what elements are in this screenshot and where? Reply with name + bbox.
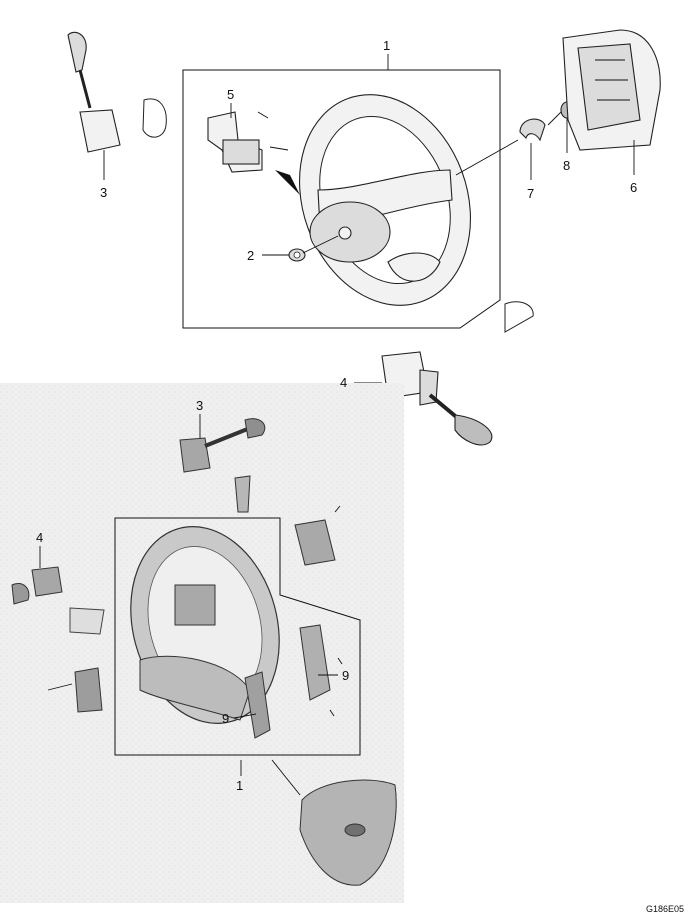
assembly-frame-upper	[182, 69, 501, 329]
callout-9-right: 9	[342, 668, 349, 683]
ring-part	[455, 118, 546, 176]
callouts-upper: 1 5 2 3 7 8 6 4	[100, 38, 637, 390]
callout-4-upper: 4	[340, 375, 347, 390]
steering-wheel-part	[298, 94, 472, 306]
turn-signal-switch-part-lower	[11, 566, 105, 635]
callout-1-upper: 1	[383, 38, 390, 53]
remote-switch-left-part	[244, 671, 271, 739]
assembly-frame-lower	[114, 517, 361, 756]
switch-bezel-left-part	[47, 667, 103, 713]
callout-5: 5	[227, 87, 234, 102]
turn-signal-switch-part-upper	[381, 301, 534, 446]
wiper-switch-part-lower	[179, 418, 266, 513]
airbag-module-part	[562, 29, 661, 151]
callout-9-left: 9	[222, 711, 229, 726]
callouts-lower: 3 4 9 9 1	[36, 398, 349, 793]
upper-line-diagram	[67, 29, 661, 446]
callout-6: 6	[630, 180, 637, 195]
airbag-module-part-lower	[299, 779, 397, 886]
callout-4-lower: 4	[36, 530, 43, 545]
callout-8: 8	[563, 158, 570, 173]
figure-code: G186E05	[646, 904, 684, 914]
callout-3-lower: 3	[196, 398, 203, 413]
clock-spring-part	[207, 111, 300, 195]
callout-2: 2	[247, 248, 254, 263]
steering-wheel-part-lower	[130, 526, 280, 724]
remote-switch-right-part	[299, 624, 343, 717]
wiper-switch-part-upper	[67, 31, 167, 153]
callout-7: 7	[527, 186, 534, 201]
lower-shaded-diagram	[0, 383, 404, 903]
switch-bezel-right-part	[294, 505, 341, 566]
nut-part	[288, 235, 339, 262]
callout-3-upper: 3	[100, 185, 107, 200]
callout-1-lower: 1	[236, 778, 243, 793]
